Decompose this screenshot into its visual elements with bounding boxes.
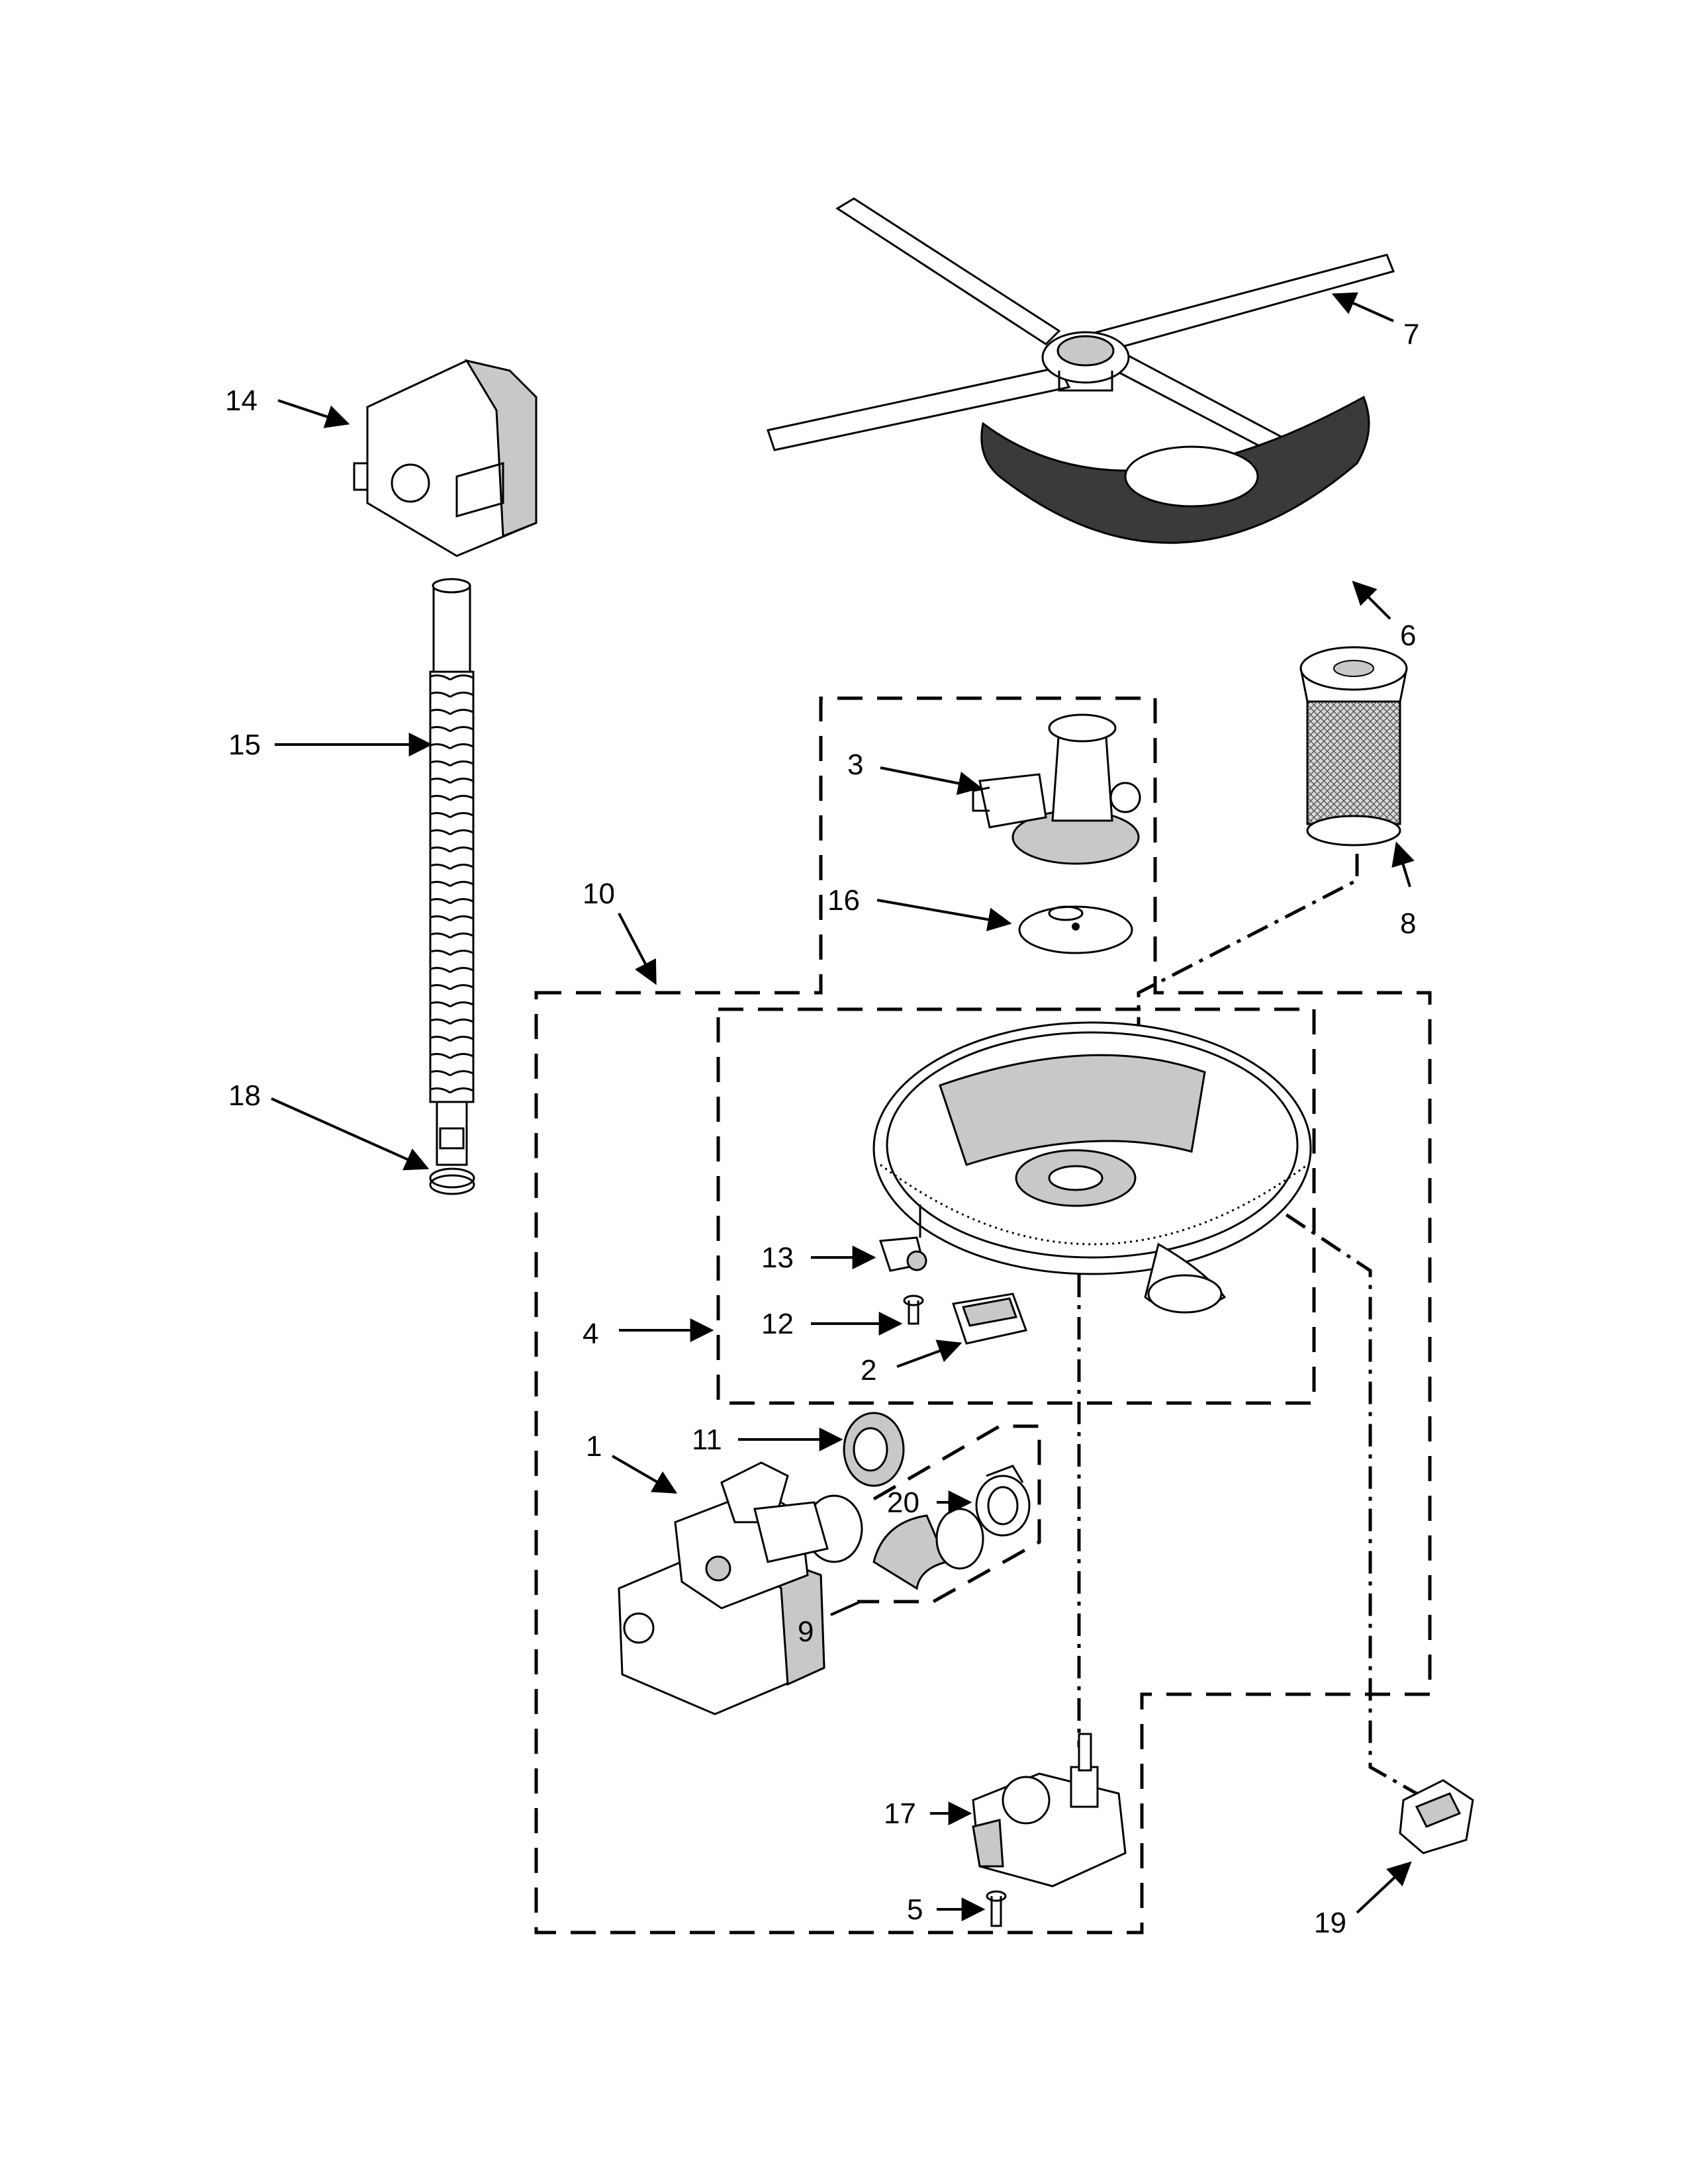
callout-9: 9 [798,1615,814,1648]
leader-16 [876,899,1012,932]
alignment-line-sensor [1250,1189,1418,1796]
callout-11: 11 [692,1424,722,1456]
gasket-part-16[interactable] [1018,905,1133,954]
leader-9 [830,1600,861,1616]
callout-10: 10 [583,878,615,910]
diverter-housing-part-3[interactable] [972,713,1141,865]
callout-1: 1 [586,1430,602,1463]
leader-2 [896,1340,962,1368]
callout-15: 15 [228,729,261,761]
callout-18: 18 [228,1079,261,1112]
diverter-motor-part-17[interactable] [972,1733,1127,1888]
drain-pump-part-14[interactable] [353,359,538,557]
leader-10 [618,913,657,985]
leader-18 [271,1097,430,1171]
shield-part-6[interactable] [980,395,1370,544]
callout-4: 4 [583,1318,598,1350]
callout-13: 13 [761,1242,794,1274]
hose-clamp-part-18[interactable] [429,1167,475,1195]
leader-6 [1352,580,1391,620]
callout-8: 8 [1400,907,1416,940]
callout-20: 20 [887,1486,919,1519]
assembly-box-4 [716,1007,1316,1405]
callout-14: 14 [225,385,258,417]
connector-part-2[interactable] [952,1293,1027,1345]
callout-3: 3 [847,749,863,781]
callout-17: 17 [884,1797,916,1830]
screw-part-12[interactable] [903,1295,924,1325]
leader-3 [880,766,982,796]
callout-16: 16 [827,884,860,917]
callout-7: 7 [1403,318,1419,351]
leader-1 [611,1455,678,1494]
leader-7 [1331,292,1394,322]
clamp-part-20[interactable] [975,1465,1031,1537]
drain-hose-part-15[interactable] [429,578,475,1166]
leader-8 [1391,841,1415,887]
leader-19 [1356,1861,1412,1914]
leader-14 [277,399,350,428]
screw-part-5[interactable] [986,1890,1007,1927]
elbow-hose-part-9[interactable] [872,1508,984,1590]
callout-5: 5 [907,1893,923,1926]
callout-19: 19 [1314,1907,1346,1939]
callout-6: 6 [1400,619,1416,652]
assembly-box-10 [534,696,1432,1934]
sump-assembly[interactable] [872,1021,1312,1314]
callout-12: 12 [761,1308,794,1340]
seal-part-11[interactable] [843,1412,905,1487]
filter-part-8[interactable] [1299,646,1408,846]
assembly-box-9 [857,1424,1041,1604]
sensor-part-19[interactable] [1399,1779,1474,1854]
pump-motor-part-1[interactable] [618,1461,863,1715]
clip-part-13[interactable] [878,1205,927,1272]
callout-2: 2 [861,1354,876,1387]
